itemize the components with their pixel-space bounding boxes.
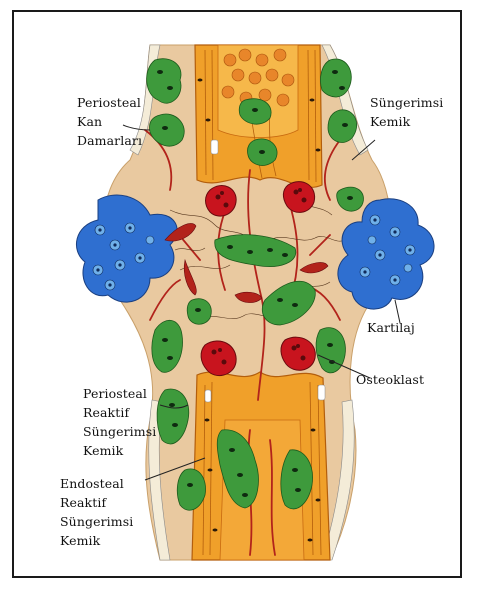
label-endosteal-reactive: Endosteal Reaktif Süngerimsi Kemik [60, 474, 133, 550]
upper-bone-lacuna [211, 140, 218, 154]
label-cartilage: Kartilaj [367, 318, 415, 337]
label-periosteal-vessels: Periosteal Kan Damarları [77, 93, 142, 150]
label-periosteal-reactive: Periosteal Reaktif Süngerimsi Kemik [83, 384, 156, 460]
lower-bone-lacuna [318, 385, 325, 400]
label-osteoclast: Osteoklast [356, 370, 424, 389]
label-spongy-bone-top: Süngerimsi Kemik [370, 93, 443, 131]
